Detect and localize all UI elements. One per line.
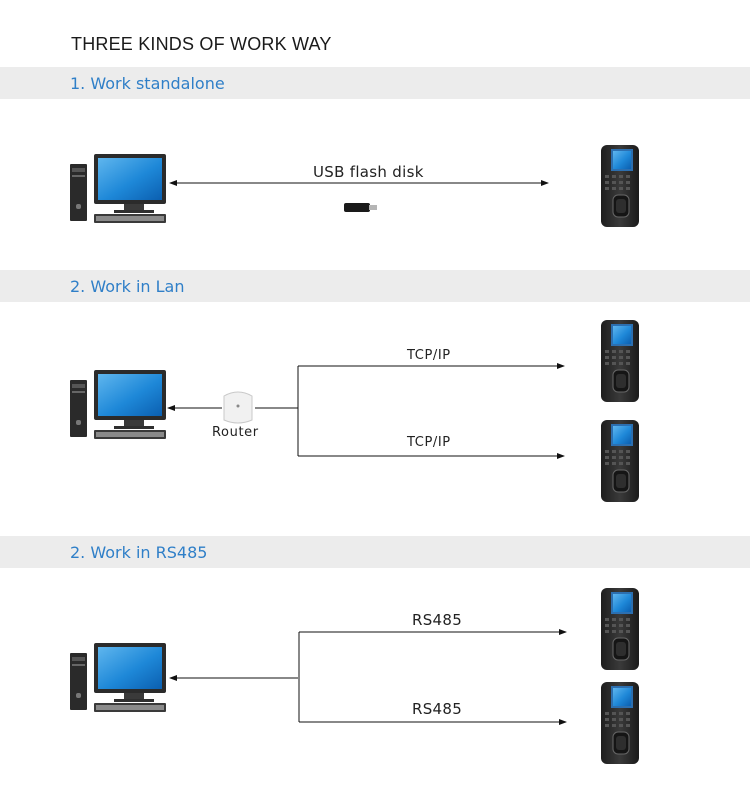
- router-label: Router: [212, 425, 259, 440]
- fingerprint-terminal-icon: [600, 419, 640, 503]
- section-band-standalone: 1. Work standalone: [0, 67, 750, 99]
- section-label: 2. Work in RS485: [70, 543, 208, 562]
- section-band-lan: 2. Work in Lan: [0, 270, 750, 302]
- computer-icon: [70, 154, 166, 223]
- tcpip-label-2: TCP/IP: [407, 435, 451, 450]
- section-label: 1. Work standalone: [70, 74, 225, 93]
- usb-link-label: USB flash disk: [313, 163, 424, 181]
- section-label: 2. Work in Lan: [70, 277, 185, 296]
- fingerprint-terminal-icon: [600, 587, 640, 671]
- rs485-label-1: RS485: [412, 611, 463, 629]
- fingerprint-terminal-icon: [600, 319, 640, 403]
- fingerprint-terminal-icon: [600, 681, 640, 765]
- computer-icon: [70, 370, 166, 439]
- usb-flash-disk-icon: [344, 203, 377, 212]
- tcpip-label-1: TCP/IP: [407, 348, 451, 363]
- rs485-label-2: RS485: [412, 700, 463, 718]
- fingerprint-terminal-icon: [600, 144, 640, 228]
- section-band-rs485: 2. Work in RS485: [0, 536, 750, 568]
- page-title: THREE KINDS OF WORK WAY: [71, 34, 332, 54]
- router-icon: [223, 391, 253, 424]
- computer-icon: [70, 643, 166, 712]
